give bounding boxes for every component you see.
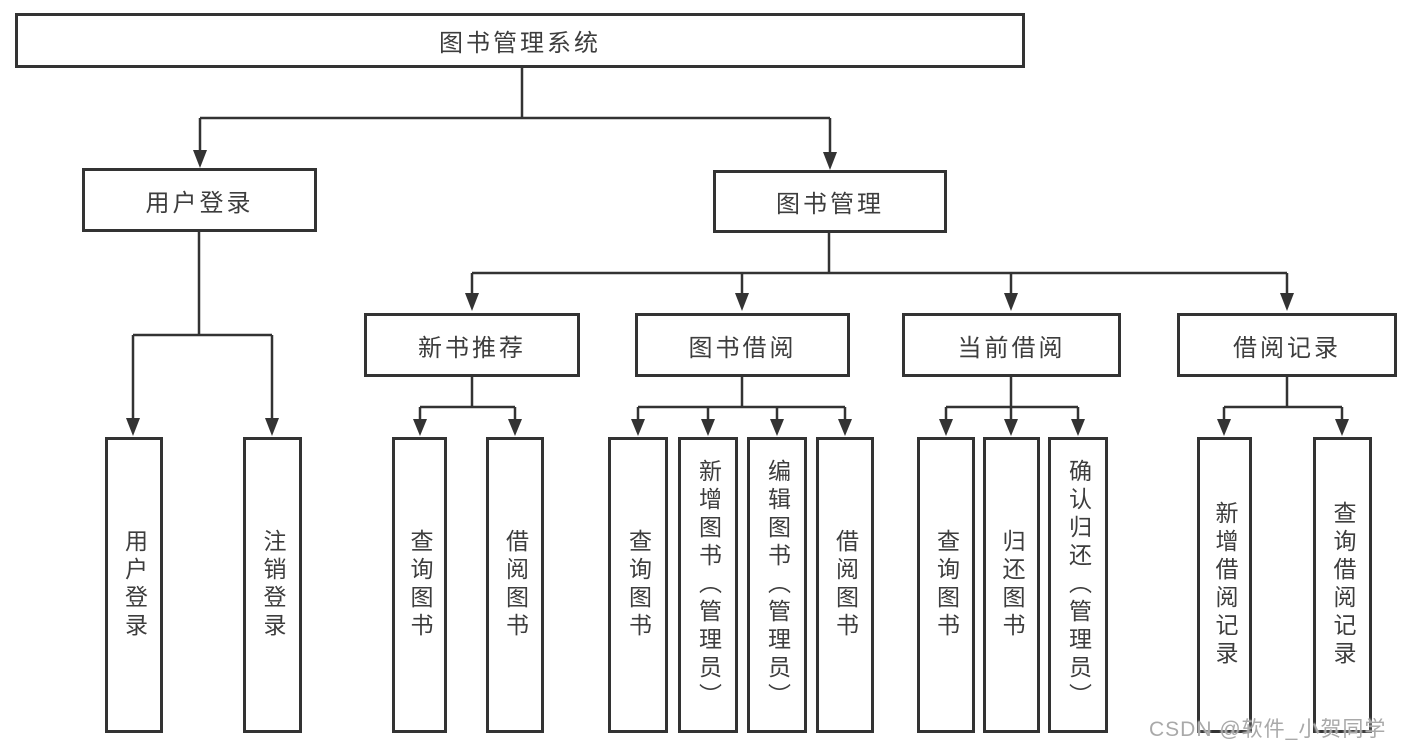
- leaf-logout: 注销登录: [243, 437, 302, 733]
- node-label: 注销登录: [260, 529, 286, 641]
- node-book-borrow: 图书借阅: [635, 313, 850, 377]
- leaf-add-books-admin: 新增图书（管理员）: [678, 437, 738, 733]
- node-label: 借阅记录: [1233, 334, 1341, 362]
- node-label: 新增借阅记录: [1212, 501, 1238, 669]
- node-label: 编辑图书（管理员）: [764, 459, 791, 711]
- node-label: 用户登录: [145, 189, 254, 217]
- connector-user-login-branch: [126, 232, 279, 436]
- node-label: 查询图书: [625, 529, 652, 641]
- leaf-query-books-current: 查询图书: [917, 437, 975, 733]
- node-label: 归还图书: [999, 529, 1025, 641]
- connector-book-borrow-branch: [631, 377, 852, 436]
- leaf-query-books-borrow: 查询图书: [608, 437, 668, 733]
- node-user-login: 用户登录: [82, 168, 317, 232]
- node-label: 用户登录: [121, 529, 148, 641]
- leaf-add-borrow-record: 新增借阅记录: [1197, 437, 1252, 733]
- node-label: 图书管理系统: [439, 30, 601, 57]
- node-book-management: 图书管理: [713, 170, 947, 233]
- node-label: 借阅图书: [502, 529, 529, 641]
- node-label: 图书管理: [776, 191, 884, 218]
- csdn-watermark: CSDN @软件_小贺同学: [1149, 718, 1387, 741]
- node-label: 查询图书: [407, 529, 433, 641]
- connector-borrow-records-branch: [1217, 377, 1349, 436]
- connector-root-to-level1: [193, 68, 837, 170]
- connector-current-borrow-branch: [939, 377, 1085, 436]
- leaf-confirm-return-admin: 确认归还（管理员）: [1048, 437, 1108, 733]
- leaf-borrow-books: 借阅图书: [816, 437, 874, 733]
- node-label: 新书推荐: [418, 334, 526, 362]
- node-label: 查询借阅记录: [1330, 501, 1356, 669]
- connector-new-book-branch: [413, 377, 522, 436]
- connector-book-management-to-level2: [465, 233, 1294, 311]
- leaf-query-books-recommend: 查询图书: [392, 437, 447, 733]
- node-label: 当前借阅: [957, 334, 1066, 362]
- node-new-book-recommend: 新书推荐: [364, 313, 580, 377]
- node-borrow-records: 借阅记录: [1177, 313, 1397, 377]
- leaf-query-borrow-record: 查询借阅记录: [1313, 437, 1372, 733]
- leaf-user-login: 用户登录: [105, 437, 163, 733]
- node-library-management-system: 图书管理系统: [15, 13, 1025, 68]
- leaf-edit-books-admin: 编辑图书（管理员）: [747, 437, 807, 733]
- node-label: 查询图书: [933, 529, 960, 641]
- node-current-borrow: 当前借阅: [902, 313, 1121, 377]
- node-label: 图书借阅: [688, 334, 797, 362]
- node-label: 确认归还（管理员）: [1065, 459, 1092, 711]
- node-label: 新增图书（管理员）: [695, 459, 722, 711]
- leaf-borrow-books-recommend: 借阅图书: [486, 437, 544, 733]
- leaf-return-books: 归还图书: [983, 437, 1040, 733]
- node-label: 借阅图书: [832, 529, 859, 641]
